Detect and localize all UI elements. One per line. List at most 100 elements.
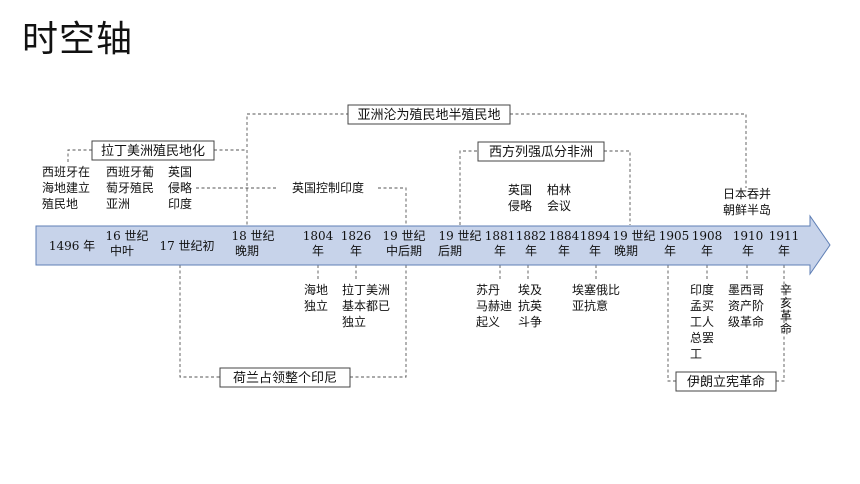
box-latin-text: 拉丁美洲殖民地化 bbox=[101, 143, 205, 159]
box-dutch-text: 荷兰占领整个印尼 bbox=[233, 371, 337, 386]
box-iran-frame bbox=[675, 371, 777, 392]
axis-label-line: 年 bbox=[742, 244, 754, 258]
axis-label-line: 16 世纪 bbox=[105, 229, 148, 243]
dashed-connectors bbox=[67, 113, 785, 382]
axis-label-line: 年 bbox=[350, 244, 362, 258]
label-line: 侵略 bbox=[168, 180, 192, 195]
label-line: 总罢 bbox=[690, 331, 714, 345]
label-haiti-independence: 海地独立 bbox=[304, 282, 328, 313]
axis-label-19c-mid: 19 世纪中后期 bbox=[382, 229, 425, 258]
axis-label-line: 中叶 bbox=[110, 243, 134, 258]
label-line: 基本都已 bbox=[342, 299, 390, 313]
label-line: 朝鲜半岛 bbox=[723, 202, 771, 217]
label-line: 起义 bbox=[476, 315, 500, 329]
axis-label-19c-end: 19 世纪晚期 bbox=[612, 229, 655, 258]
label-line: 海地建立 bbox=[42, 180, 90, 195]
box-iran-text: 伊朗立宪革命 bbox=[687, 374, 765, 390]
axis-label-line: 1496 年 bbox=[49, 239, 95, 253]
label-line: 苏丹 bbox=[476, 283, 500, 297]
axis-label-line: 晚期 bbox=[614, 244, 638, 258]
label-mexico-revolution: 墨西哥资产阶级革命 bbox=[728, 283, 764, 329]
label-britain-africa: 英国侵略 bbox=[508, 183, 532, 213]
axis-label-line: 1894 bbox=[580, 229, 611, 243]
connector-asia bbox=[246, 113, 348, 147]
label-latin-independence: 拉丁美洲基本都已独立 bbox=[342, 282, 390, 329]
connector-iran-right bbox=[776, 265, 785, 382]
axis-label-line: 1905 bbox=[659, 229, 690, 243]
label-line: 西班牙在 bbox=[42, 165, 90, 179]
connector-latin-right bbox=[214, 149, 248, 225]
axis-label-line: 后期 bbox=[438, 244, 462, 258]
connector-dutch-left bbox=[179, 265, 220, 378]
label-british-india: 英国控制印度 bbox=[292, 180, 364, 195]
label-line: 亥 bbox=[780, 296, 792, 310]
axis-label-16c: 16 世纪中叶 bbox=[105, 229, 148, 258]
axis-label-line: 年 bbox=[494, 244, 506, 258]
connector-africa-left bbox=[459, 150, 478, 225]
axis-label-line: 1908 bbox=[692, 229, 723, 243]
axis-label-1496: 1496 年 bbox=[49, 239, 95, 253]
axis-label-line: 19 世纪 bbox=[612, 229, 655, 243]
axis-label-line: 18 世纪 bbox=[231, 229, 274, 243]
axis-label-line: 1826 bbox=[341, 229, 372, 243]
connector-iran-left bbox=[667, 265, 676, 382]
axis-label-line: 1881 bbox=[485, 229, 516, 243]
label-line: 柏林 bbox=[547, 182, 571, 197]
box-latin-frame bbox=[91, 140, 215, 161]
label-line: 亚洲 bbox=[106, 197, 130, 211]
label-line: 工人 bbox=[690, 315, 714, 329]
axis-label-19c-late: 19 世纪后期 bbox=[438, 229, 482, 258]
label-line: 革 bbox=[780, 309, 792, 323]
page-title: 时空轴 bbox=[22, 19, 134, 60]
box-latin-colonization: 拉丁美洲殖民地化 bbox=[91, 140, 215, 161]
box-iran-revolution: 伊朗立宪革命 bbox=[675, 371, 777, 392]
axis-label-line: 17 世纪初 bbox=[159, 239, 214, 253]
connector-india-right bbox=[378, 187, 407, 224]
box-dutch-indonesia: 荷兰占领整个印尼 bbox=[219, 367, 351, 388]
connector-dutch-right bbox=[350, 265, 407, 378]
label-line: 抗英 bbox=[518, 298, 542, 313]
axis-label-line: 1910 bbox=[733, 229, 764, 243]
label-line: 独立 bbox=[304, 298, 328, 313]
label-line: 工 bbox=[690, 347, 702, 361]
box-asia-text: 亚洲沦为殖民地半殖民地 bbox=[357, 107, 500, 123]
axis-label-17c: 17 世纪初 bbox=[159, 239, 214, 253]
axis-label-line: 年 bbox=[525, 244, 537, 258]
label-berlin-conference: 柏林会议 bbox=[547, 182, 571, 213]
label-line: 侵略 bbox=[508, 198, 532, 213]
label-line: 印度 bbox=[690, 282, 714, 297]
label-japan-korea: 日本吞并朝鲜半岛 bbox=[723, 187, 771, 217]
label-spain-portugal: 西班牙葡萄牙殖民亚洲 bbox=[106, 165, 154, 211]
label-line: 海地 bbox=[304, 282, 328, 297]
label-line: 马赫迪 bbox=[476, 299, 512, 313]
label-line: 埃及 bbox=[518, 283, 542, 297]
box-africa-text: 西方列强瓜分非洲 bbox=[489, 144, 593, 160]
axis-label-line: 晚期 bbox=[235, 244, 259, 258]
label-ethiopia-resistance: 埃塞俄比亚抗意 bbox=[572, 282, 620, 313]
box-asia-frame bbox=[347, 104, 511, 125]
axis-label-line: 1884 bbox=[549, 229, 580, 243]
timeline-arrow bbox=[35, 214, 831, 276]
connector-asia-right bbox=[510, 113, 747, 188]
axis-label-line: 1804 bbox=[303, 229, 334, 243]
label-line: 英国 bbox=[508, 183, 532, 197]
connector-africa-right bbox=[604, 150, 631, 225]
axis-label-line: 1882 bbox=[516, 229, 547, 243]
label-line: 独立 bbox=[342, 314, 366, 329]
axis-label-line: 1911 bbox=[769, 229, 800, 243]
label-britain-india: 英国侵略印度 bbox=[168, 165, 192, 211]
axis-label-line: 19 世纪 bbox=[438, 229, 481, 243]
axis-label-line: 19 世纪 bbox=[382, 229, 425, 243]
axis-label-line: 年 bbox=[589, 244, 601, 258]
label-line: 斗争 bbox=[518, 315, 542, 329]
box-dutch-frame bbox=[219, 367, 351, 388]
